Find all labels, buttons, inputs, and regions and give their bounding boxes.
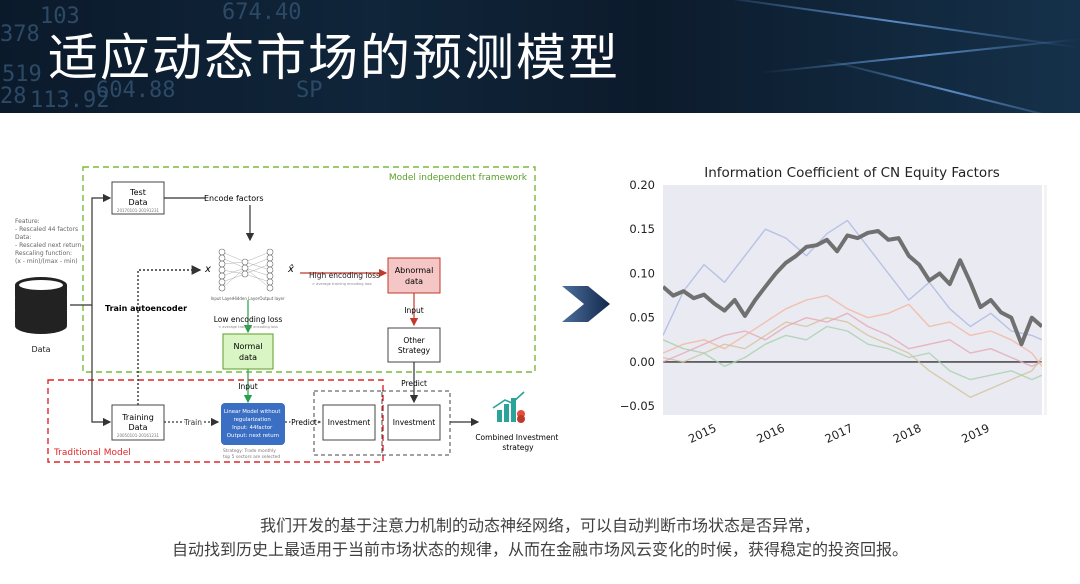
plot-edge xyxy=(1044,185,1047,415)
ticker-text: 674.40 xyxy=(222,0,302,25)
ic-line-chart: Information Coefficient of CN Equity Fac… xyxy=(620,165,1047,446)
input-label: Input xyxy=(238,382,257,391)
x-label: x xyxy=(204,264,211,275)
strategy-note: Strategy: Trade monthly top 5 sectors ar… xyxy=(223,448,280,460)
traditional-box xyxy=(47,379,384,463)
database-icon xyxy=(15,277,67,334)
abnormal-label: data xyxy=(405,277,423,286)
predict-label: Predict xyxy=(401,379,427,388)
y-tick-label: 0.15 xyxy=(629,222,655,236)
low-loss-note: < average training encoding loss xyxy=(218,325,278,329)
other-strategy-box xyxy=(387,327,441,363)
caption-line: 我们开发的基于注意力机制的动态神经网络，可以自动判断市场状态是否异常， xyxy=(259,516,820,535)
ic-factor-series-line xyxy=(663,294,1042,367)
linear-model-text: Linear Model without regularization Inpu… xyxy=(224,409,282,439)
normal-data-box xyxy=(222,333,274,370)
ticker-text: 113.92 xyxy=(30,88,110,113)
ticker-text: 28 xyxy=(0,84,27,109)
y-tick-label: −0.05 xyxy=(620,399,655,413)
transition-arrow-icon xyxy=(562,286,610,322)
framework-label: Model independent framework xyxy=(389,173,528,183)
normal-label: data xyxy=(239,353,257,362)
layer-label: Output layer xyxy=(259,296,285,301)
x-tick-label: 2016 xyxy=(754,421,786,446)
investment-label: Investment xyxy=(393,418,436,427)
caption: 我们开发的基于注意力机制的动态神经网络，可以自动判断市场状态是否异常， 自动找到… xyxy=(0,514,1080,562)
investment-box xyxy=(322,404,376,441)
x-tick-label: 2019 xyxy=(959,421,991,446)
connector xyxy=(70,193,112,306)
framework-diagram: Model independent framework Traditional … xyxy=(15,166,560,463)
layer-label: Input Layer xyxy=(211,296,234,301)
encode-factors-label: Encode factors xyxy=(204,194,264,203)
ic-factor-series-line xyxy=(663,325,1042,381)
y-tick-label: 0.10 xyxy=(629,266,655,280)
predict-label: Predict xyxy=(291,418,317,427)
investment-box xyxy=(387,404,441,441)
ic-factor-series-line xyxy=(663,316,1042,399)
abnormal-label: Abnormal xyxy=(395,266,434,275)
ticker-text: 604.88 xyxy=(96,78,176,103)
plot-area xyxy=(663,185,1042,415)
y-tick-label: 0.05 xyxy=(629,311,655,325)
chart-title: Information Coefficient of CN Equity Fac… xyxy=(704,165,1000,181)
growth-chart-icon xyxy=(492,391,525,423)
combined-strategy-label: Combined Investment strategy xyxy=(475,433,560,452)
test-data-label: Test xyxy=(129,188,146,197)
layer-label: Hidden Layer xyxy=(233,296,260,301)
test-data-box xyxy=(111,181,165,215)
ic-factor-series-line xyxy=(663,312,1042,368)
xhat-label: x̂ xyxy=(287,263,294,275)
test-data-range: 20170101-20191231 xyxy=(117,208,160,213)
ticker-text: 103 xyxy=(40,4,80,29)
feature-note: Feature: - Rescaled 44 factors Data: - R… xyxy=(15,218,83,265)
x-tick-label: 2015 xyxy=(686,421,718,446)
caption-line: 自动找到历史上最适用于当前市场状态的规律，从而在金融市场风云变化的时候，获得稳定… xyxy=(171,540,908,559)
ic-main-series-line xyxy=(663,229,1042,347)
normal-label: Normal xyxy=(234,342,263,351)
train-autoencoder-arrow xyxy=(137,265,202,405)
connector xyxy=(91,305,112,427)
training-data-label: Training xyxy=(121,413,154,422)
train-autoencoder-label: Train autoencoder xyxy=(105,304,187,313)
y-tick-label: 0.20 xyxy=(629,178,655,192)
light-streak xyxy=(701,0,1079,49)
investment-label: Investment xyxy=(328,418,371,427)
traditional-label: Traditional Model xyxy=(53,448,131,458)
input-label: Input xyxy=(404,306,423,315)
low-loss-label: Low encoding loss xyxy=(214,315,283,324)
investment-group-box xyxy=(381,390,451,456)
other-strategy-label: Strategy xyxy=(398,346,431,355)
training-data-box xyxy=(111,404,165,441)
other-strategy-label: Other xyxy=(403,336,425,345)
framework-box xyxy=(82,166,536,373)
data-label: Data xyxy=(31,345,50,354)
ticker-text: 378 xyxy=(0,22,40,47)
y-tick-label: 0.00 xyxy=(629,355,655,369)
ic-factor-series-line xyxy=(663,219,1042,341)
abnormal-data-box xyxy=(387,257,441,294)
light-streak xyxy=(760,38,1080,74)
header-banner: 378 519 113.92 604.88 103 674.40 SP 28 适… xyxy=(0,0,1080,113)
autoencoder-nodes xyxy=(218,248,274,292)
high-loss-label: High encoding loss xyxy=(309,271,380,280)
x-tick-label: 2017 xyxy=(823,421,855,446)
autoencoder-network xyxy=(221,251,271,289)
linear-model-box xyxy=(221,403,285,445)
ticker-text: 519 xyxy=(2,62,42,87)
ticker-text: SP xyxy=(296,78,323,103)
train-label: Train xyxy=(183,418,202,427)
high-loss-note: > average training encoding loss xyxy=(312,282,372,286)
light-streak xyxy=(823,58,1077,113)
training-data-range: 20050101-20161231 xyxy=(117,433,160,438)
page-title: 适应动态市场的预测模型 xyxy=(48,29,620,87)
training-data-label: Data xyxy=(128,423,147,432)
test-data-label: Data xyxy=(128,198,147,207)
x-tick-label: 2018 xyxy=(891,421,923,446)
